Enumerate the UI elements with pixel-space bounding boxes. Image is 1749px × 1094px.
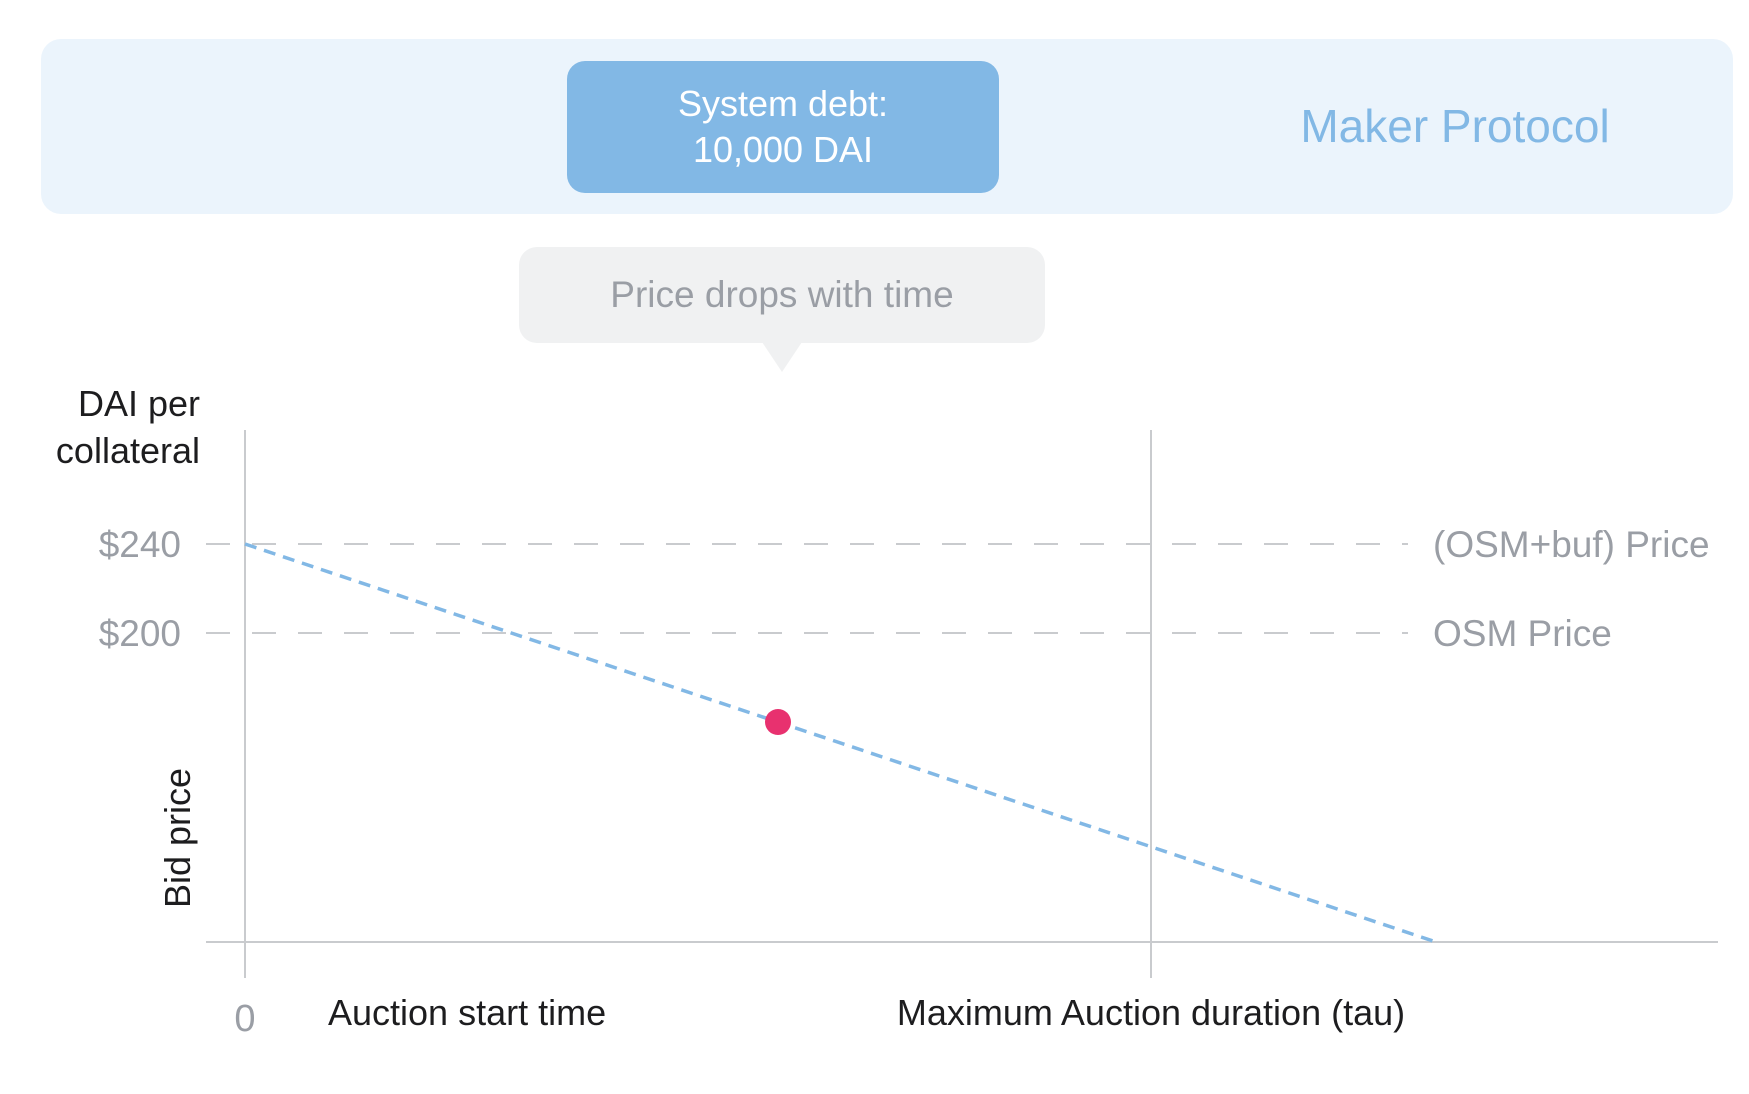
origin-label: 0 — [234, 998, 255, 1040]
osm-price-label: OSM Price — [1433, 613, 1612, 654]
tick-label-200: $200 — [99, 613, 181, 654]
bid-price-label: Bid price — [157, 768, 198, 908]
price-decay-line — [244, 542, 1437, 944]
system-debt-label: System debt: — [677, 83, 889, 124]
price-drops-tooltip: Price drops with time — [519, 247, 1045, 343]
y-axis-title-line1: DAI per — [78, 383, 200, 424]
current-price-marker — [765, 709, 791, 735]
system-debt-box: System debt: 10,000 DAI — [567, 61, 999, 193]
y-axis-title-line2: collateral — [56, 430, 200, 471]
osm-buf-price-label: (OSM+buf) Price — [1433, 524, 1710, 565]
auction-start-label: Auction start time — [328, 992, 606, 1033]
tooltip-pointer — [762, 342, 802, 372]
maker-protocol-title: Maker Protocol — [1300, 100, 1610, 152]
system-debt-value: 10,000 DAI — [692, 129, 874, 170]
max-auction-duration-label: Maximum Auction duration (tau) — [897, 992, 1405, 1033]
tick-label-240: $240 — [99, 524, 181, 565]
